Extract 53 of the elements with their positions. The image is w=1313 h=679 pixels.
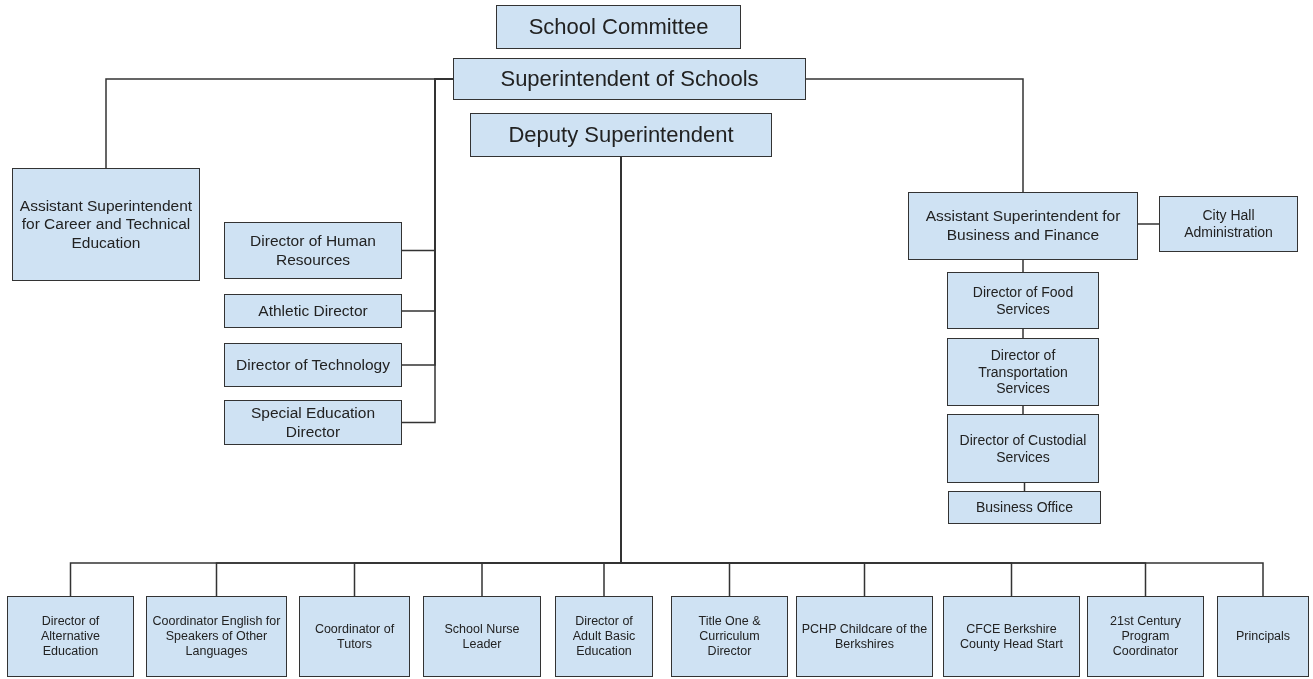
position-box [948,491,1101,524]
connector-line [1137,223,1160,225]
position-title: Director of Food Services [971,283,1075,318]
position-box [7,596,134,677]
position-box [470,113,772,157]
position-title: Superintendent of Schools [500,65,759,93]
position-title: Director of Human Resources [249,231,377,270]
position-title: Coordinator of Tutors [313,621,396,652]
position-title: 21st Century Program Coordinator [1109,614,1182,659]
position-box [12,168,200,281]
position-title: Assistant Superintendent for Career and Technical Education [18,196,194,253]
position-title: Title One & Curriculum Director [697,614,762,659]
position-box [908,192,1138,260]
position-title: Assistant Superintendent for Business and Finance [924,207,1122,245]
position-title: Business Office [976,499,1073,516]
position-box [671,596,788,677]
position-title: PCHP Childcare of the Berkshires [801,621,928,652]
position-box [423,596,541,677]
position-title: School Nurse Leader [443,621,521,652]
position-box [1217,596,1309,677]
connector-line [805,78,1024,193]
position-box [453,58,806,100]
position-box [943,596,1080,677]
position-title: Director of Custodial Services [958,431,1088,466]
position-title: Coordinator English for Speakers of Other Languages [151,614,282,659]
connector-line [1022,328,1024,339]
position-box [224,343,402,387]
position-box [555,596,653,677]
position-title: Director of Technology [236,355,390,375]
position-box [947,338,1099,406]
position-box [224,222,402,279]
position-title: Special Education Director [249,403,377,442]
connector-line [1022,405,1024,415]
position-title: Director of Alternative Education [39,614,102,659]
position-title: Principals [1235,629,1291,644]
position-title: School Committee [528,13,709,41]
position-title: City Hall Administration [1183,207,1274,241]
position-title: Athletic Director [258,301,368,321]
position-title: Director of Transportation Services [977,346,1069,398]
position-box [947,414,1099,483]
position-box [299,596,410,677]
position-box [496,5,741,49]
position-title: Director of Adult Basic Education [571,614,637,659]
position-box [1087,596,1204,677]
position-title: Deputy Superintendent [508,121,734,149]
position-box [947,272,1099,329]
position-title: CFCE Berkshire County Head Start [959,621,1064,652]
position-box [224,400,402,445]
position-box [1159,196,1298,252]
position-box [224,294,402,328]
connector-line [1022,259,1024,273]
position-box [146,596,287,677]
position-box [796,596,933,677]
